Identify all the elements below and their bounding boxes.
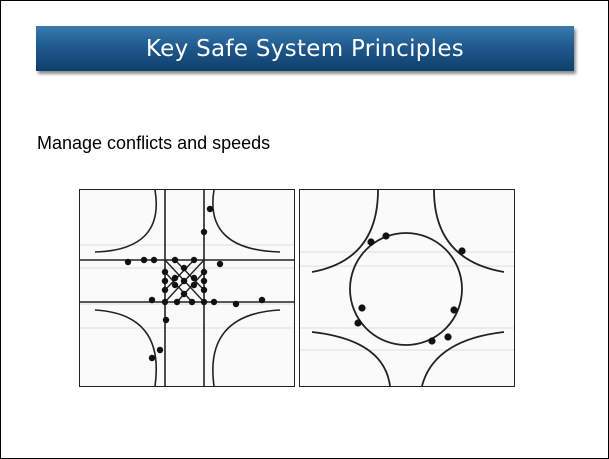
- roundabout-circle: [349, 232, 463, 346]
- intersection-diagram: [79, 189, 295, 387]
- intersection-svg: [80, 190, 294, 386]
- road-lines: [80, 190, 294, 386]
- roundabout-diagram: [299, 189, 515, 387]
- corner-curves: [94, 190, 281, 386]
- background-texture: [80, 244, 294, 329]
- slide-title: Key Safe System Principles: [145, 35, 465, 62]
- title-banner: Key Safe System Principles: [36, 26, 574, 71]
- background-texture: [300, 251, 514, 351]
- slide-subtitle: Manage conflicts and speeds: [37, 133, 271, 153]
- approach-curves: [311, 190, 505, 386]
- roundabout-svg: [300, 190, 514, 386]
- conflict-points: [124, 205, 266, 362]
- conflict-points: [354, 232, 466, 345]
